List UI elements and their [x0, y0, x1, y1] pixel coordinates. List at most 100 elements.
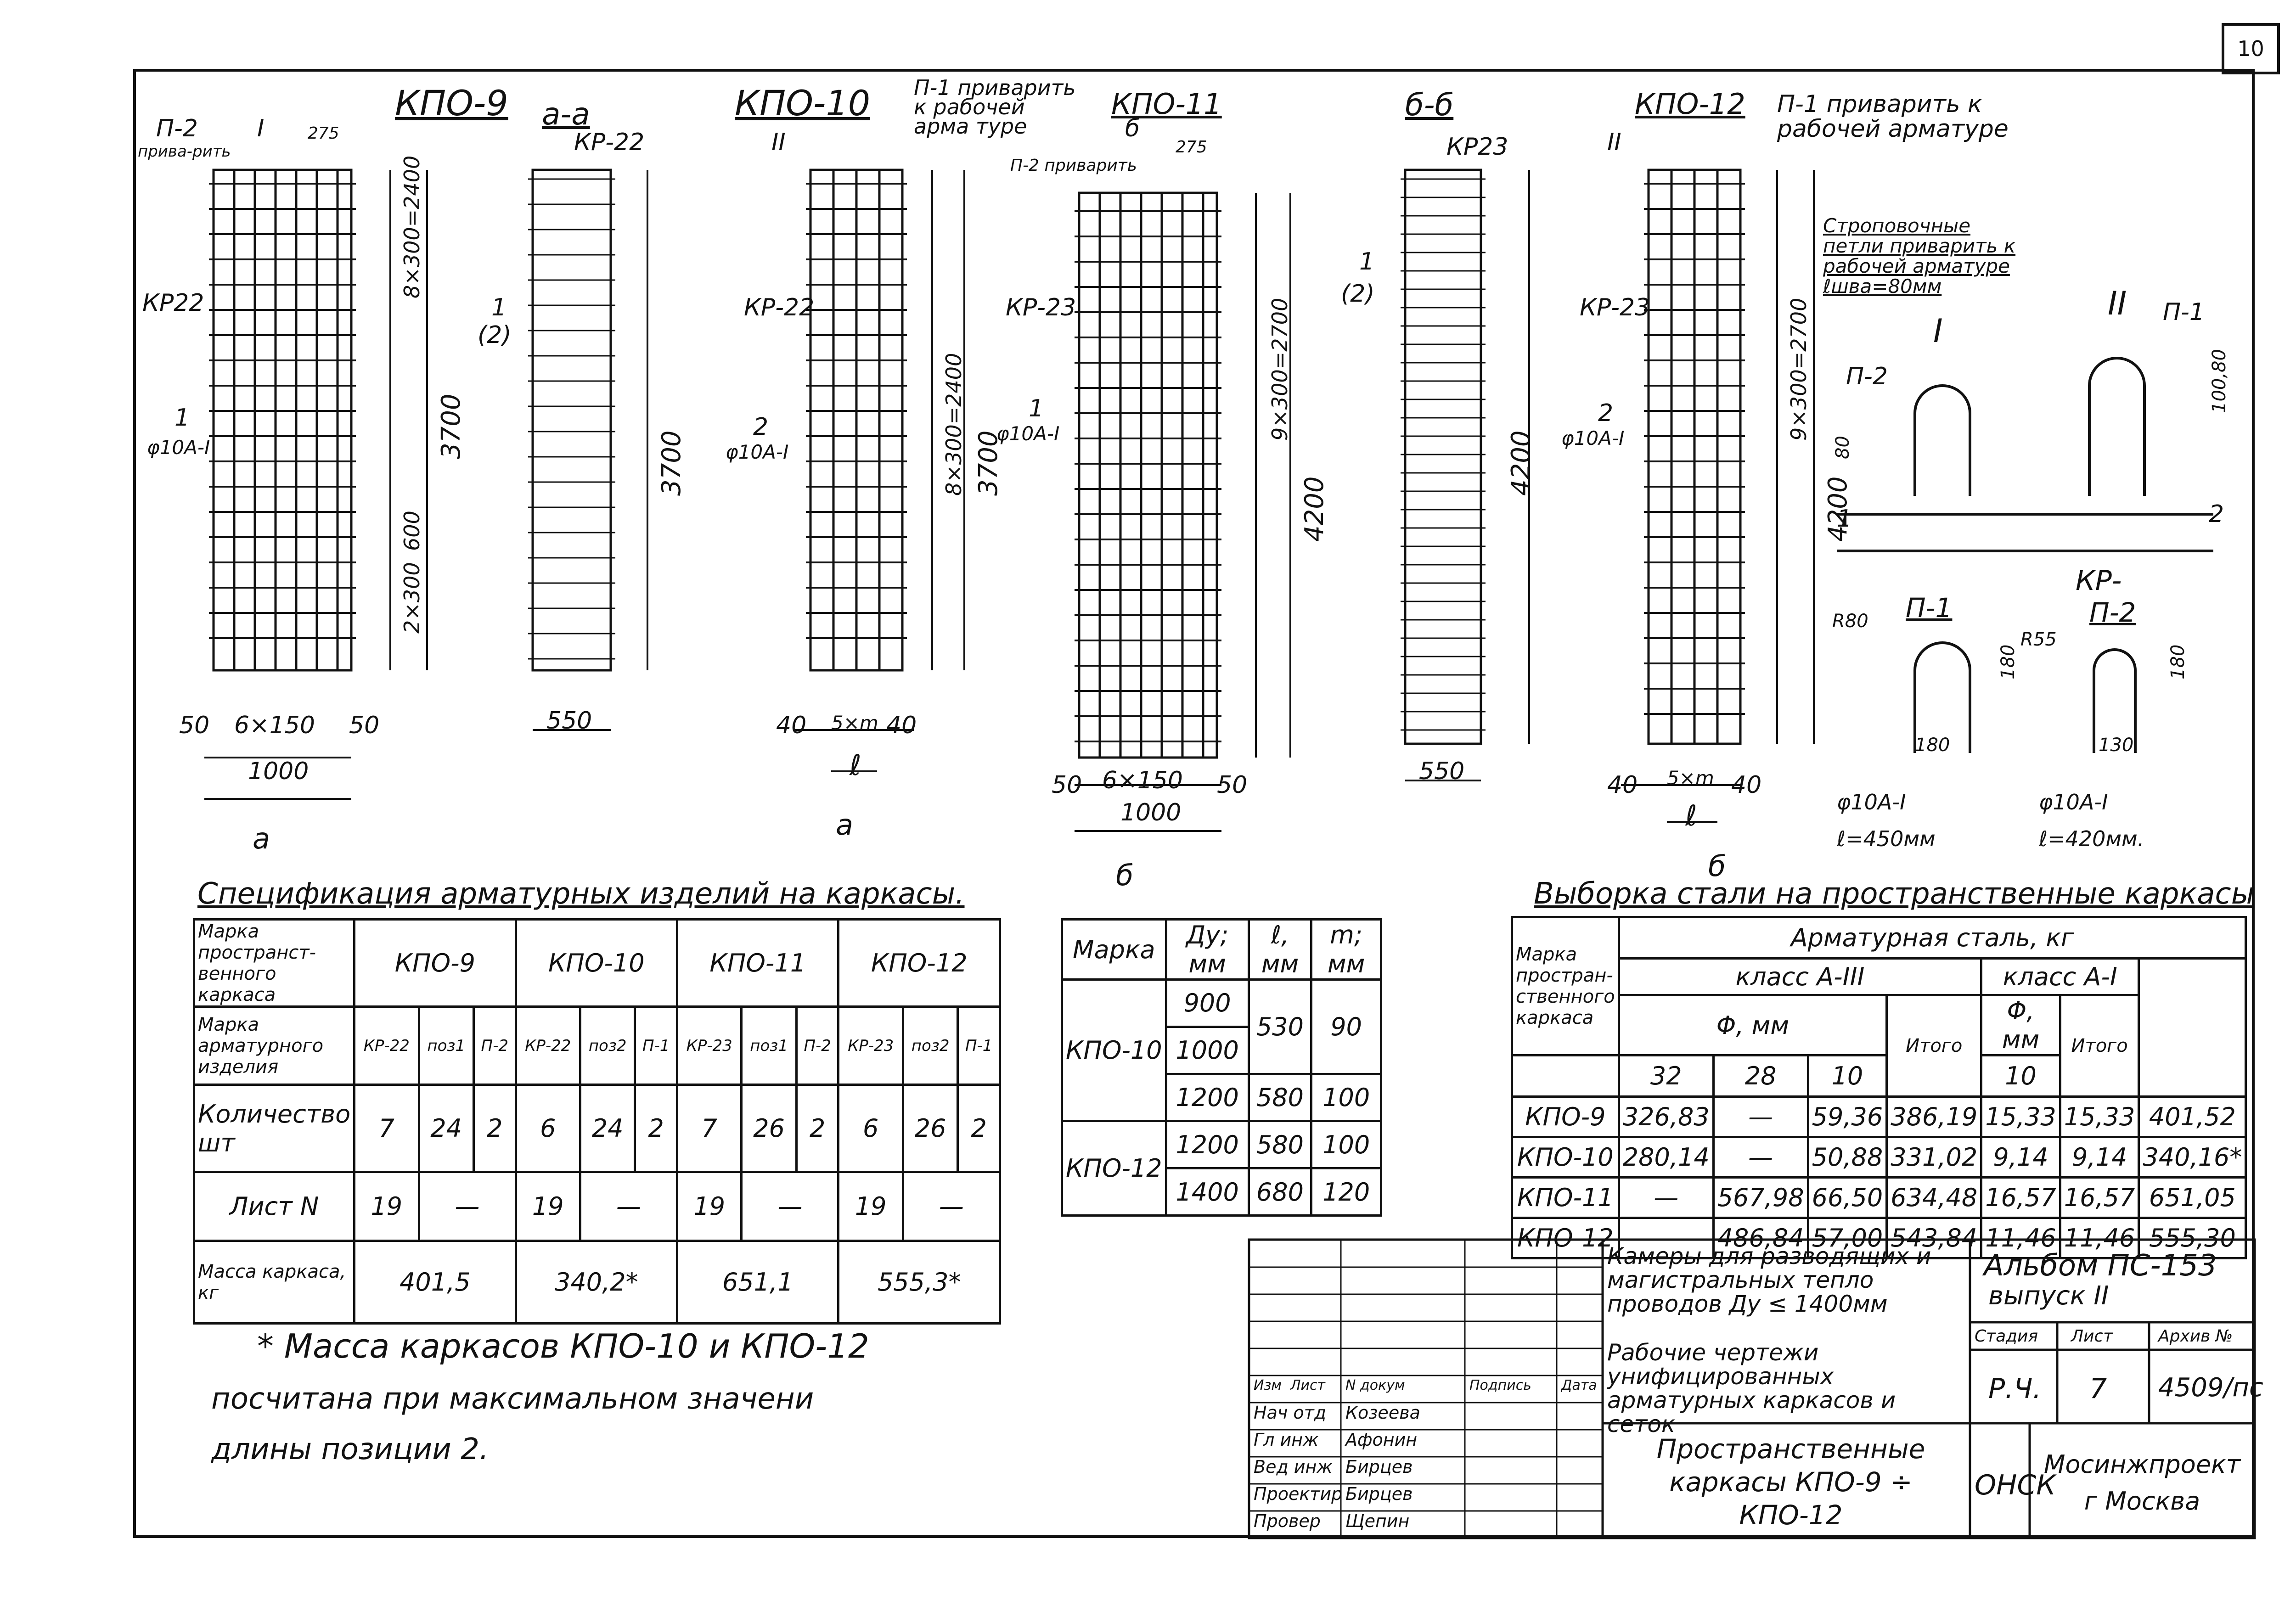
steel-cell: 634,48	[1885, 1176, 1983, 1219]
kpo9-ties	[209, 183, 356, 639]
kpo10-bottom-mid: 5×m	[831, 712, 878, 734]
spec-qty-1: 24	[417, 1084, 475, 1173]
p1-radius: R80	[1832, 611, 1868, 632]
kpo9-frame	[212, 168, 353, 672]
spec-frame-1: КПО-10	[514, 918, 679, 1008]
stamp-role: Гл инж	[1254, 1430, 1319, 1450]
steel-cell: 386,19	[1885, 1095, 1983, 1138]
kpo10-note: П-1 приварить к рабочей арма туре	[914, 75, 1076, 139]
section-bb-w: 550	[1419, 758, 1465, 785]
kpo12-bottom-l: 40	[1607, 771, 1638, 799]
steel-cell: КПО-9	[1511, 1095, 1620, 1138]
stamp-role: Нач отд	[1254, 1403, 1327, 1423]
kpo9-dim-8x300: 8×300=2400	[400, 155, 424, 298]
spec-frame-2: КПО-11	[676, 918, 840, 1008]
kpo11-rebar: φ10А-I	[996, 422, 1060, 445]
kpo10-detail-ii: II	[771, 129, 786, 156]
steel-h-blank	[2138, 957, 2247, 1098]
spec-h-mass: Масса каркаса, кг	[192, 1240, 356, 1325]
steel-col-2: 10	[1806, 1054, 1888, 1098]
steel-cell: 11,46	[1980, 1217, 2061, 1259]
steel-col-4: 10	[1980, 1054, 2061, 1098]
kpo9-pos: 1	[174, 404, 190, 432]
steel-cell: 401,52	[2138, 1095, 2247, 1138]
spec-qty-3: 6	[514, 1084, 581, 1173]
steel-col-3: Итого	[1885, 994, 1983, 1098]
section-aa	[531, 168, 612, 672]
spec-qty-6: 7	[676, 1084, 743, 1173]
kpo11-d275: 275	[1176, 138, 1207, 157]
stamp-h-stage: Стадия	[1975, 1327, 2038, 1346]
len-mark-0: КПО-10	[1061, 978, 1167, 1123]
kpo10-rebar: φ10А-I	[726, 441, 789, 463]
kpo9-dim-total: 3700	[436, 393, 466, 459]
len-cell: 1000	[1165, 1025, 1250, 1075]
spec-sheet-3: —	[579, 1171, 679, 1242]
kpo12-detail-ii: II	[1607, 129, 1621, 156]
p2-len: ℓ=420мм.	[2039, 826, 2144, 851]
steel-cell: 15,33	[2059, 1095, 2140, 1138]
spec-frame-0: КПО-9	[353, 918, 517, 1008]
len-cell: 1400	[1165, 1167, 1250, 1217]
p2-w: 130	[2099, 735, 2134, 756]
spec-h-item: Марка арматурного изделия	[192, 1005, 356, 1086]
steel-h-empty	[1511, 1054, 1620, 1098]
spec-h-mark: Марка пространст-венного каркаса	[192, 918, 356, 1008]
length-table: Марка Ду; мм ℓ, мм m; мм КПО-10 900 530 …	[1061, 918, 1382, 1217]
spec-item-7: поз1	[740, 1005, 798, 1086]
stamp-org2: Мосинжпроект г Москва	[2043, 1450, 2241, 1516]
section-aa-w: 550	[546, 707, 592, 735]
spec-qty-0: 7	[353, 1084, 420, 1173]
kpo12-dim-9x300: 9×300=2700	[1786, 298, 1811, 441]
section-aa-pos: 1	[491, 294, 507, 321]
spec-sheet-0: 19	[353, 1171, 420, 1242]
len-cell: 90	[1310, 978, 1382, 1075]
steel-cell: 9,14	[2059, 1136, 2140, 1179]
loops-detail-i: I	[1933, 312, 1943, 350]
steel-cell: 9,14	[1980, 1136, 2061, 1179]
steel-cell: 326,83	[1617, 1095, 1715, 1138]
steel-h-steel: Арматурная сталь, кг	[1617, 916, 2247, 960]
stamp-sub: Пространственные каркасы КПО-9 ÷ КПО-12	[1656, 1433, 1925, 1531]
steel-cell: КПО-10	[1511, 1136, 1620, 1179]
len-cell: 900	[1165, 978, 1250, 1028]
kpo11-kr: КР-23	[1006, 294, 1076, 321]
kpo11-bottom-w: 1000	[1120, 799, 1182, 826]
stamp-person: Бирцев	[1345, 1484, 1413, 1504]
kpo11-bottom-mid: 6×150	[1102, 767, 1183, 794]
spec-mass-1: 340,2*	[514, 1240, 679, 1325]
stamp-head-0: Изм	[1254, 1377, 1282, 1393]
spec-sheet-2: 19	[514, 1171, 581, 1242]
spec-qty-2: 2	[472, 1084, 517, 1173]
kpo9-detail-i: I	[257, 115, 264, 142]
kpo12-bottom-w: ℓ	[1685, 799, 1697, 832]
stamp-h-archive: Архив №	[2158, 1327, 2233, 1346]
steel-col-5: Итого	[2059, 994, 2140, 1098]
kpo11-bottom-l: 50	[1052, 771, 1082, 799]
len-cell: 680	[1247, 1167, 1313, 1217]
len-cell: 100	[1310, 1120, 1382, 1170]
spec-frame-3: КПО-12	[837, 918, 1001, 1008]
dimension-lines	[204, 170, 1815, 832]
kpo11-dim-9x300: 9×300=2700	[1267, 298, 1292, 441]
spec-item-5: П-1	[634, 1005, 679, 1086]
kpo12-pos: 2	[1598, 399, 1614, 427]
footnote-line-1: * Масса каркасов КПО-10 и КПО-12	[257, 1327, 869, 1365]
kpo11-bottom-r: 50	[1217, 771, 1248, 799]
stamp-title-1: Камеры для разводящих и магистральных те…	[1607, 1243, 1931, 1317]
spec-sheet-4: 19	[676, 1171, 743, 1242]
spec-h-sheet: Лист N	[192, 1171, 356, 1242]
kpo10-cut: а	[836, 808, 853, 842]
spec-qty-9: 6	[837, 1084, 904, 1173]
steel-cell: КПО-12	[1511, 1217, 1620, 1259]
spec-item-6: КР-23	[676, 1005, 743, 1086]
steel-cell: 331,02	[1885, 1136, 1983, 1179]
kpo12-bottom-r: 40	[1731, 771, 1762, 799]
loops-p1: П-1	[2163, 298, 2205, 326]
spec-qty-10: 26	[901, 1084, 959, 1173]
spec-qty-4: 24	[579, 1084, 636, 1173]
steel-cell: 15,33	[1980, 1095, 2061, 1138]
steel-cell: —	[1712, 1095, 1809, 1138]
kpo9-title: КПО-9	[395, 83, 508, 124]
stamp-head-3: Подпись	[1469, 1377, 1531, 1393]
